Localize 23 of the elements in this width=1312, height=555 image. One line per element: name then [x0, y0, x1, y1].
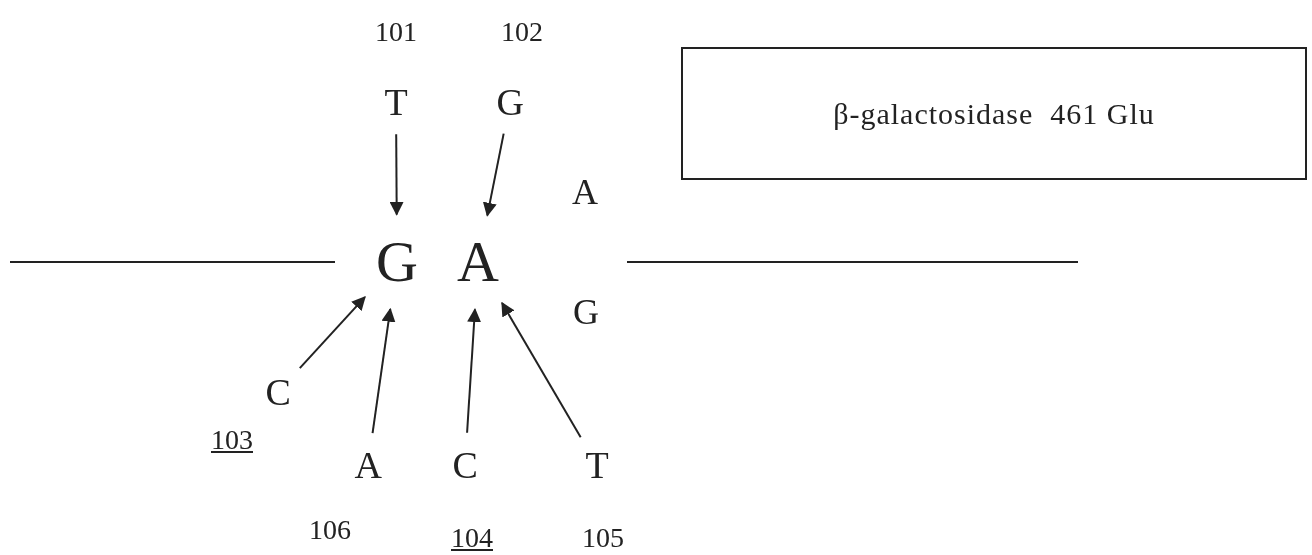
alternative-base: G	[573, 294, 599, 330]
arrow	[298, 296, 366, 370]
substituted-base: C	[452, 446, 478, 484]
arrow	[466, 308, 482, 434]
substituted-base: C	[265, 373, 291, 411]
label-box: β-galactosidase 461 Glu	[681, 47, 1307, 180]
arrow	[482, 132, 505, 217]
position-number: 104	[451, 524, 493, 552]
position-number: 103	[211, 426, 253, 454]
arrow	[371, 307, 396, 434]
substituted-base: A	[354, 446, 382, 484]
position-number: 101	[375, 18, 417, 46]
substituted-base: T	[585, 446, 609, 484]
substituted-base: G	[496, 83, 524, 121]
codon-base: G	[376, 233, 418, 291]
position-number: 102	[501, 18, 543, 46]
arrow	[501, 301, 582, 439]
position-number: 106	[309, 516, 351, 544]
substituted-base: T	[384, 83, 408, 121]
codon-base: A	[457, 233, 499, 291]
position-number: 105	[582, 524, 624, 552]
arrow	[389, 133, 404, 216]
alternative-base: A	[572, 174, 598, 210]
